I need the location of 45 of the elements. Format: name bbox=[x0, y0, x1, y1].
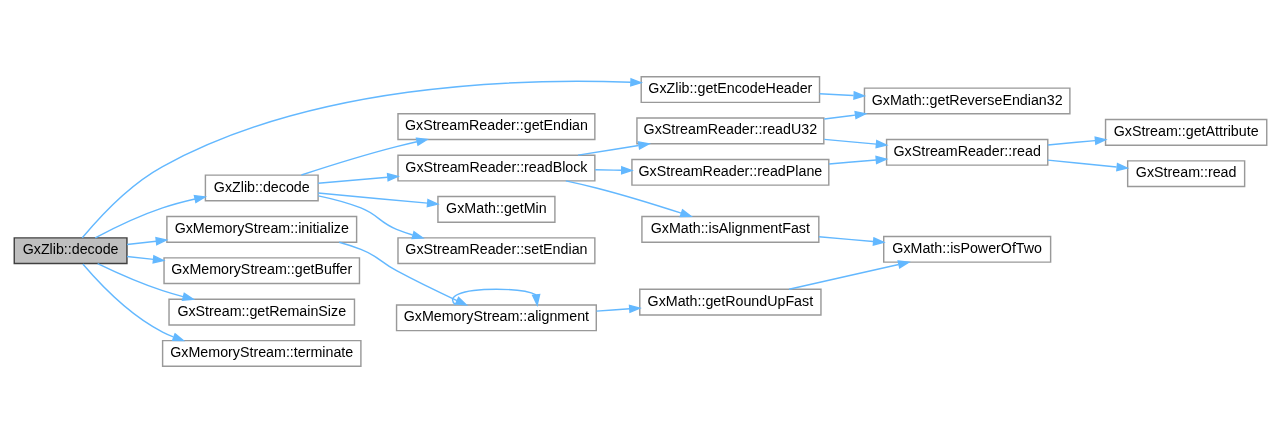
node-box: GxStream::getRemainSize bbox=[168, 298, 356, 326]
node-box: GxZlib::getEncodeHeader bbox=[640, 76, 821, 104]
node-box: GxStreamReader::readPlane bbox=[631, 158, 830, 186]
arrow bbox=[577, 141, 652, 156]
arrow bbox=[338, 241, 469, 306]
arrow bbox=[788, 260, 911, 290]
arrow bbox=[594, 165, 634, 175]
arrow bbox=[126, 236, 169, 246]
node-box: GxMath::isAlignmentFast bbox=[641, 215, 820, 243]
arrow bbox=[317, 195, 425, 240]
node-box: GxMemoryStream::alignment bbox=[395, 304, 597, 332]
node-box: GxMemoryStream::initialize bbox=[166, 215, 358, 243]
arrow bbox=[828, 155, 889, 165]
node-box: GxStreamReader::read bbox=[885, 138, 1049, 166]
node-box: GxMath::getReverseEndian32 bbox=[863, 87, 1071, 115]
arrow bbox=[96, 262, 196, 301]
arrow bbox=[82, 263, 186, 342]
arrow bbox=[451, 288, 541, 308]
arrow bbox=[317, 172, 400, 184]
node-box: GxStream::read bbox=[1126, 160, 1246, 188]
node-box: GxMemoryStream::getBuffer bbox=[163, 257, 361, 285]
node-box: GxStreamReader::setEndian bbox=[397, 237, 596, 265]
node-box: GxMath::getMin bbox=[437, 195, 556, 223]
arrow bbox=[823, 138, 889, 149]
arrow bbox=[317, 192, 440, 208]
arrow bbox=[818, 236, 886, 246]
node-box: GxMath::isPowerOfTwo bbox=[883, 235, 1052, 263]
arrow bbox=[595, 304, 642, 314]
node-box: GxStream::getAttribute bbox=[1104, 118, 1268, 146]
arrow bbox=[94, 194, 208, 239]
arrow bbox=[126, 254, 166, 264]
arrow bbox=[818, 91, 867, 100]
node-box: GxStreamReader::readU32 bbox=[636, 117, 825, 145]
arrow bbox=[565, 180, 693, 218]
arrow bbox=[823, 110, 868, 120]
node-box: GxStreamReader::getEndian bbox=[397, 113, 596, 141]
arrow bbox=[300, 137, 430, 176]
node-box: GxMath::getRoundUpFast bbox=[639, 288, 822, 316]
node-box: GxMemoryStream::terminate bbox=[161, 339, 362, 367]
arrow bbox=[1047, 136, 1108, 146]
node-box: GxZlib::decode bbox=[204, 174, 319, 202]
node-box: GxZlib::decode bbox=[13, 237, 128, 265]
arrow bbox=[1047, 159, 1130, 172]
arrow bbox=[81, 77, 644, 239]
node-box: GxStreamReader::readBlock bbox=[397, 154, 596, 182]
